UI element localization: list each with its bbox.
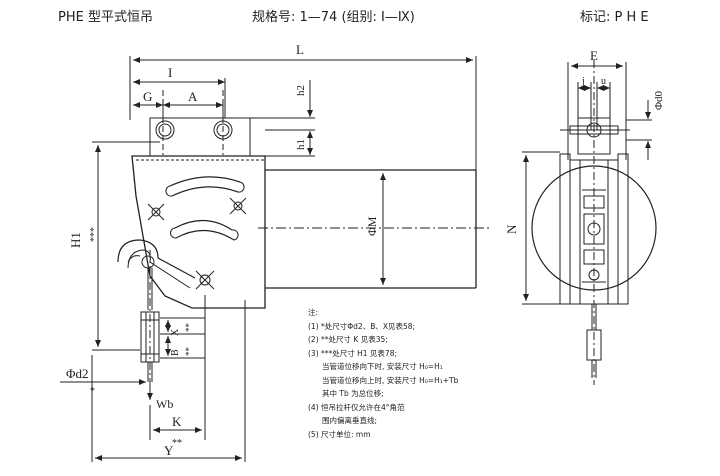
spec-number: 规格号: 1—74 (组别: Ⅰ—Ⅸ) bbox=[252, 10, 415, 25]
label-Y: Y bbox=[164, 443, 174, 458]
label-phid2-mark: * bbox=[90, 386, 95, 397]
label-K: K bbox=[172, 414, 182, 429]
label-X: X bbox=[170, 328, 181, 336]
note-2: (2) **处尺寸 K 见表35; bbox=[308, 335, 388, 344]
label-B: B bbox=[170, 349, 181, 356]
note-4a: 围内偏离垂直线; bbox=[322, 416, 378, 425]
label-stars-b: ** bbox=[184, 347, 194, 357]
label-H1-mark: *** bbox=[89, 227, 100, 242]
label-I: I bbox=[168, 65, 172, 80]
product-mark: 标记: P H E bbox=[580, 10, 649, 25]
label-G: G bbox=[143, 89, 152, 104]
label-stars-a: ** bbox=[184, 323, 194, 333]
note-3c: 其中 Tb 为总位移; bbox=[322, 389, 384, 398]
note-1: (1) *处尺寸Φd2、B、X见表58; bbox=[308, 321, 416, 331]
label-Wb: Wb bbox=[156, 397, 173, 411]
label-phiM: ΦM bbox=[365, 216, 379, 236]
note-3a: 当管道位移向下时, 安装尺寸 H₀=H₁ bbox=[322, 362, 443, 371]
label-phid2: Φd2 bbox=[66, 366, 89, 381]
notes-heading: 注: bbox=[308, 308, 319, 317]
label-phid0: Φd0 bbox=[653, 90, 665, 110]
label-A: A bbox=[188, 89, 198, 104]
label-K-mark: ** bbox=[172, 438, 182, 449]
label-N: N bbox=[504, 224, 519, 234]
label-L: L bbox=[296, 42, 304, 57]
notes-block: 注: (1) *处尺寸Φd2、B、X见表58; (2) **处尺寸 K 见表35… bbox=[308, 306, 458, 441]
note-4: (4) 恒吊拉杆仅允许在4°角范 bbox=[308, 402, 405, 412]
label-h2: h2 bbox=[295, 85, 307, 96]
label-u: u bbox=[601, 76, 606, 87]
label-j: j bbox=[581, 76, 585, 87]
note-3: (3) ***处尺寸 H1 见表78; bbox=[308, 348, 398, 358]
label-H1: H1 bbox=[68, 232, 83, 248]
label-E: E bbox=[590, 48, 598, 63]
note-3b: 当管道位移向上时, 安装尺寸 H₀=H₁+Tb bbox=[322, 375, 459, 385]
note-5: (5) 尺寸单位: mm bbox=[308, 429, 371, 439]
drawing-title: PHE 型平式恒吊 bbox=[58, 10, 153, 25]
label-h1: h1 bbox=[295, 139, 307, 150]
